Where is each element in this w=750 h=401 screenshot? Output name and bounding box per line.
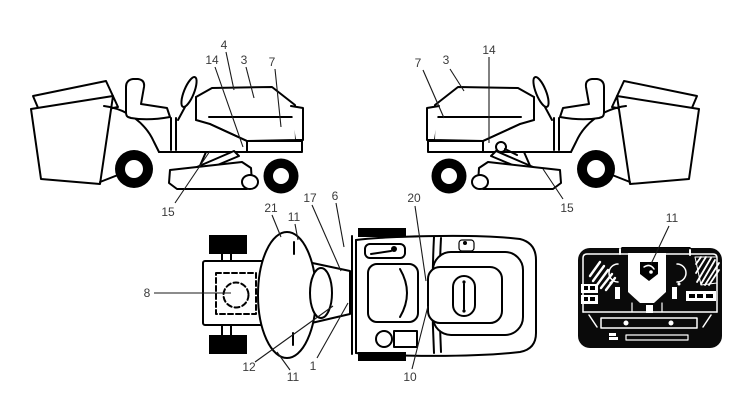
callout-6-top: 6 xyxy=(332,189,339,203)
callout-17-top: 17 xyxy=(303,191,317,205)
callout-3-side-left: 3 xyxy=(443,53,450,67)
callout-3-side-right: 3 xyxy=(241,53,248,67)
deck-lift-lever xyxy=(495,141,518,156)
rear-wheel-left xyxy=(358,228,406,237)
callout-7-side-left: 7 xyxy=(415,56,422,70)
front-wheel-left xyxy=(209,235,247,254)
left-icon-decal-1 xyxy=(581,284,598,293)
left-icon-decal-2 xyxy=(581,295,598,304)
callout-10-top: 10 xyxy=(403,370,417,384)
callout-15-side-right: 15 xyxy=(161,205,175,219)
rear-wheel-right xyxy=(358,352,406,361)
callout-11b-top: 11 xyxy=(287,370,300,384)
callout-14-side-right: 14 xyxy=(205,53,219,67)
callout-4-side-right: 4 xyxy=(221,38,228,52)
side-view-facing-right xyxy=(30,74,304,195)
callout-21-top: 21 xyxy=(264,201,278,215)
right-hatch xyxy=(694,256,720,286)
left-hatch xyxy=(588,260,617,292)
callout-1-top: 1 xyxy=(310,359,317,373)
battery-cap xyxy=(222,281,250,309)
callout-20-top: 20 xyxy=(407,191,421,205)
fuel-cap xyxy=(375,330,393,348)
callout-15-side-left: 15 xyxy=(560,201,574,215)
steering-column-top xyxy=(309,267,333,319)
callout-11-panel: 11 xyxy=(666,211,679,225)
leader-lines xyxy=(154,51,670,371)
console-opening xyxy=(367,263,419,323)
callout-14-side-left: 14 xyxy=(482,43,496,57)
callout-11-top: 11 xyxy=(288,210,301,224)
callout-labels: 4 14 3 7 15 7 3 14 15 21 11 17 6 20 8 12… xyxy=(144,38,679,384)
side-view-facing-left xyxy=(426,74,700,195)
callout-7-side-right: 7 xyxy=(269,55,276,69)
callout-12-top: 12 xyxy=(242,360,256,374)
top-view xyxy=(202,228,537,361)
front-wheel-right xyxy=(209,335,247,354)
dashboard-panel-view xyxy=(578,247,722,348)
callout-8-top: 8 xyxy=(144,286,151,300)
